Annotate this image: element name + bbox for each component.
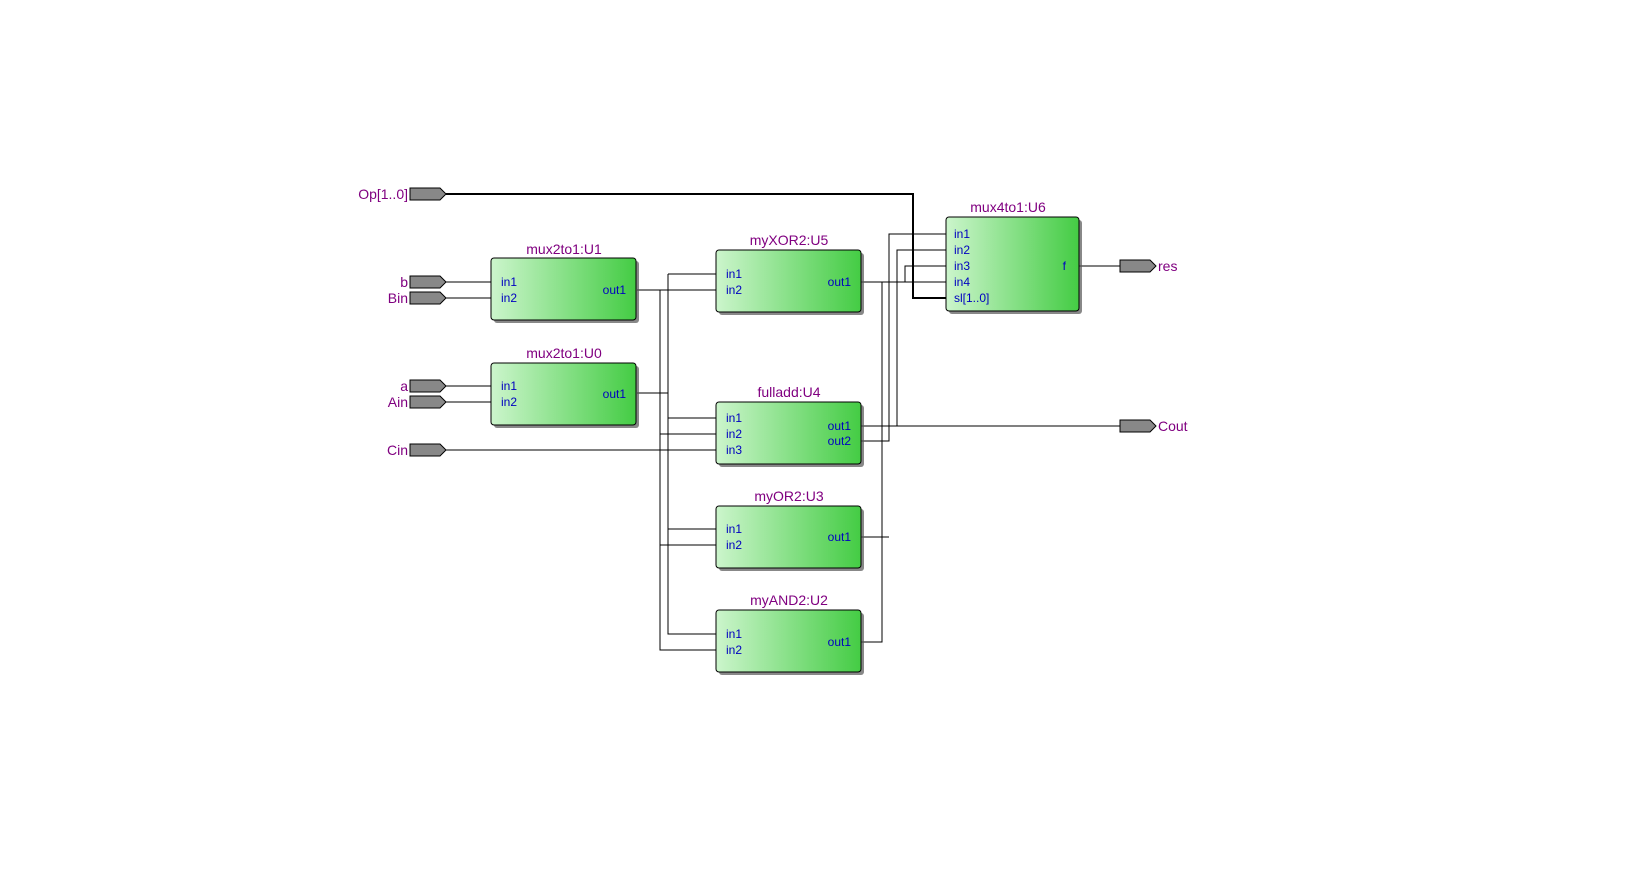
port-out1: out1 (603, 283, 627, 297)
port-in4: in4 (954, 275, 970, 289)
port-in1: in1 (501, 275, 517, 289)
pin-a-label: a (400, 378, 408, 394)
pin-cout[interactable]: Cout (1119, 418, 1188, 434)
block-title: mux4to1:U6 (970, 199, 1046, 215)
port-in1: in1 (726, 411, 742, 425)
port-in1: in1 (726, 267, 742, 281)
pin-res[interactable]: res (1119, 258, 1177, 274)
wire-u2-u6 (860, 281, 946, 643)
pin-bin[interactable]: Bin (388, 290, 447, 306)
block-title: myAND2:U2 (750, 592, 828, 608)
block-title: myOR2:U3 (754, 488, 823, 504)
wire-u0-out (637, 392, 716, 635)
block-mux2to1-u1[interactable]: mux2to1:U1 in1 in2 out1 (490, 241, 639, 323)
pin-a[interactable]: a (400, 378, 447, 394)
port-sl: sl[1..0] (954, 291, 989, 305)
port-in2: in2 (726, 538, 742, 552)
block-title: fulladd:U4 (757, 384, 820, 400)
block-myand2-u2[interactable]: myAND2:U2 in1 in2 out1 (715, 592, 864, 675)
block-mux2to1-u0[interactable]: mux2to1:U0 in1 in2 out1 (490, 345, 639, 428)
port-in1: in1 (954, 227, 970, 241)
pin-cin-label: Cin (387, 442, 408, 458)
port-out1: out1 (603, 387, 627, 401)
port-in1: in1 (726, 522, 742, 536)
pin-b[interactable]: b (400, 274, 447, 290)
block-fulladd-u4[interactable]: fulladd:U4 in1 in2 in3 out1 out2 (715, 384, 864, 467)
port-in1: in1 (501, 379, 517, 393)
port-out1: out1 (828, 635, 852, 649)
wire-u4-out2-cout (860, 233, 946, 442)
port-out2: out2 (828, 434, 852, 448)
port-in1: in1 (726, 627, 742, 641)
port-in3: in3 (726, 443, 742, 457)
wire-op-bus (446, 193, 946, 299)
pin-ain-label: Ain (388, 394, 408, 410)
port-f: f (1063, 259, 1067, 273)
block-title: mux2to1:U0 (526, 345, 602, 361)
pin-op[interactable]: Op[1..0] (358, 186, 447, 202)
block-myor2-u3[interactable]: myOR2:U3 in1 in2 out1 (715, 488, 864, 571)
pin-bin-label: Bin (388, 290, 408, 306)
wire-u4-out1-u6 (860, 249, 946, 427)
output-pins: res Cout (1119, 258, 1188, 434)
port-in3: in3 (954, 259, 970, 273)
port-in2: in2 (726, 427, 742, 441)
port-in2: in2 (501, 395, 517, 409)
pin-b-label: b (400, 274, 408, 290)
port-in2: in2 (501, 291, 517, 305)
port-in2: in2 (954, 243, 970, 257)
pin-op-label: Op[1..0] (358, 186, 408, 202)
wires (446, 193, 1120, 651)
block-title: myXOR2:U5 (750, 232, 829, 248)
wire-u5-u6 (860, 265, 946, 283)
port-out1: out1 (828, 275, 852, 289)
block-mux4to1-u6[interactable]: mux4to1:U6 in1 in2 in3 in4 sl[1..0] f (945, 199, 1082, 314)
input-pins: Op[1..0] b Bin a Ain Cin (358, 186, 447, 458)
block-title: mux2to1:U1 (526, 241, 602, 257)
pin-res-label: res (1158, 258, 1177, 274)
pin-ain[interactable]: Ain (388, 394, 447, 410)
port-in2: in2 (726, 643, 742, 657)
pin-cout-label: Cout (1158, 418, 1188, 434)
wire-u1-out (637, 289, 716, 651)
port-out1: out1 (828, 419, 852, 433)
port-out1: out1 (828, 530, 852, 544)
port-in2: in2 (726, 283, 742, 297)
pin-cin[interactable]: Cin (387, 442, 447, 458)
block-myxor2-u5[interactable]: myXOR2:U5 in1 in2 out1 (715, 232, 864, 315)
